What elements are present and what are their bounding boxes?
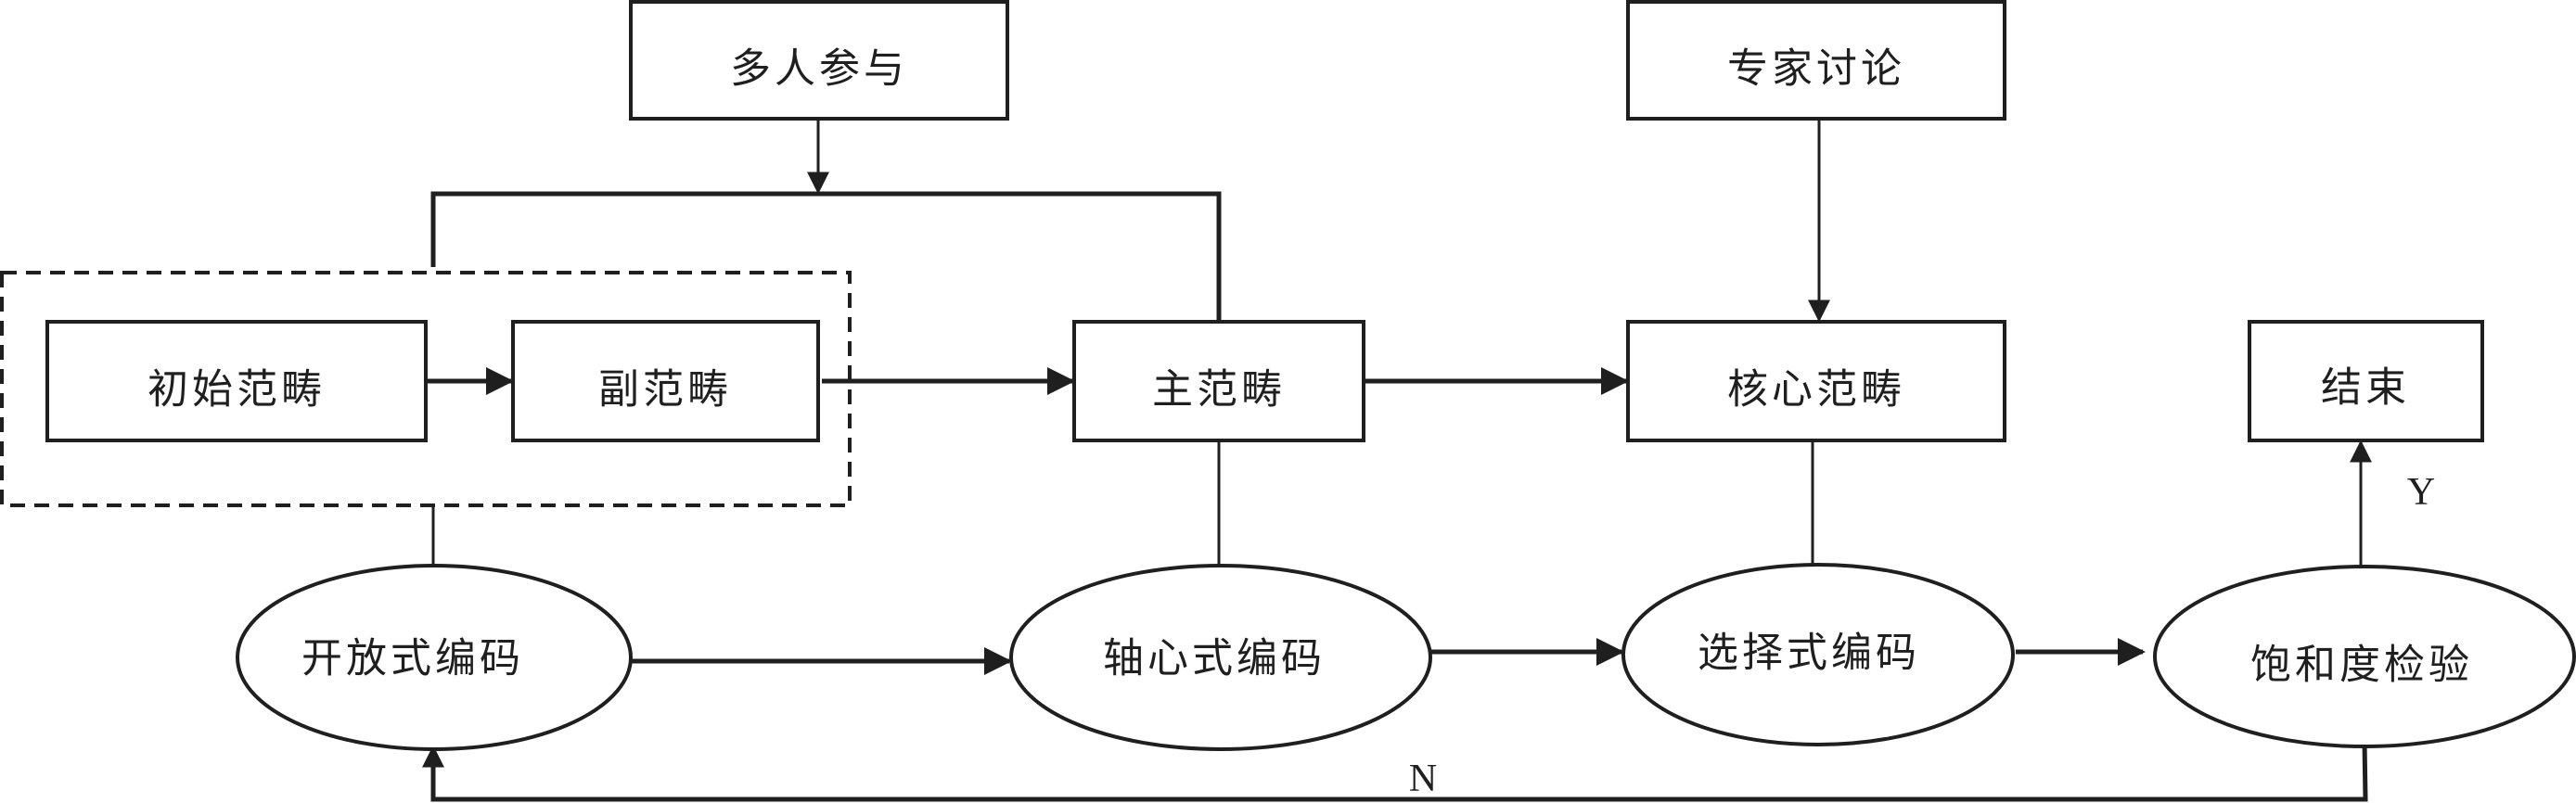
node-open-coding: 开放式编码	[236, 564, 633, 751]
bracket-connector	[430, 191, 1222, 322]
node-expert-discussion: 专家讨论	[1626, 0, 2006, 121]
node-label: 初始范畴	[147, 366, 326, 414]
node-label: 饱和度检验	[2250, 642, 2473, 689]
node-label: 结束	[2321, 364, 2410, 412]
category-group-dashed-border	[0, 271, 852, 507]
node-saturation-test: 饱和度检验	[2153, 565, 2576, 748]
node-main-category: 主范畴	[1072, 320, 1365, 442]
node-sub-category: 副范畴	[511, 320, 820, 442]
node-axial-coding: 轴心式编码	[1009, 564, 1432, 751]
edge-saturation-test-to-open-coding	[430, 741, 2368, 802]
node-label: 主范畴	[1152, 366, 1286, 414]
node-label: 核心范畴	[1727, 366, 1905, 414]
node-label: 选择式编码	[1698, 630, 1920, 677]
edge-label-yes: Y	[2407, 471, 2435, 514]
node-multi-participation: 多人参与	[629, 0, 1009, 121]
node-label: 开放式编码	[301, 635, 524, 682]
node-label: 专家讨论	[1727, 45, 1905, 93]
node-initial-category: 初始范畴	[45, 320, 428, 442]
node-core-category: 核心范畴	[1626, 320, 2006, 442]
node-label: 轴心式编码	[1103, 635, 1326, 682]
node-end: 结束	[2248, 320, 2484, 442]
node-selective-coding: 选择式编码	[1621, 563, 2015, 746]
node-label: 副范畴	[598, 366, 732, 414]
edge-label-no: N	[1409, 758, 1437, 800]
node-label: 多人参与	[730, 45, 908, 93]
